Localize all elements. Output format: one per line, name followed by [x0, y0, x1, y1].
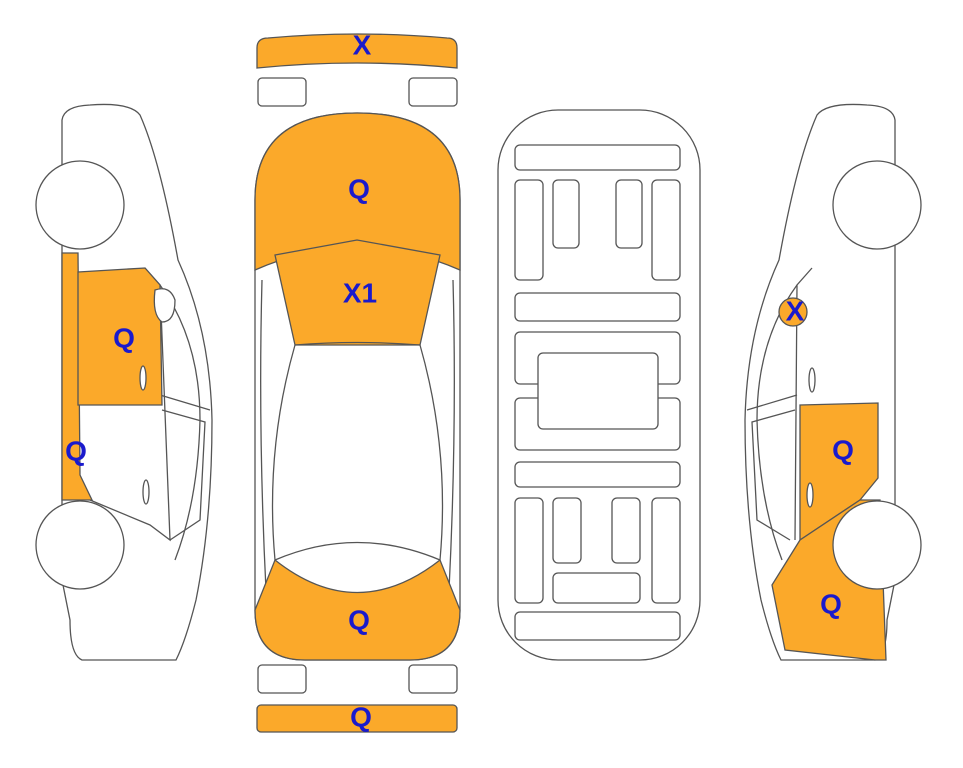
- label-right-mirror: X: [786, 295, 805, 326]
- right-side-view: X Q Q: [744, 103, 922, 661]
- taillight: [408, 664, 458, 694]
- label-windshield: X1: [343, 277, 377, 308]
- door-handle-icon: [142, 479, 150, 505]
- label-rear-bumper: Q: [350, 701, 372, 732]
- label-trunk: Q: [348, 604, 370, 635]
- left-side-view: Q Q: [35, 103, 213, 661]
- left-rear-wheel: [35, 500, 125, 590]
- left-front-wheel: [35, 160, 125, 250]
- left-rocker-panel: [61, 252, 94, 501]
- left-mirror: [153, 288, 176, 323]
- underside-view: [497, 109, 701, 661]
- headlight: [408, 77, 458, 107]
- right-front-wheel: [832, 160, 922, 250]
- door-handle-icon: [806, 482, 814, 508]
- right-mirror-panel: [778, 297, 808, 327]
- label-right-rear-door: Q: [832, 434, 854, 465]
- label-right-rear-quarter: Q: [820, 588, 842, 619]
- door-handle-icon: [139, 365, 147, 391]
- right-rear-wheel: [832, 500, 922, 590]
- label-left-front-door: Q: [113, 322, 135, 353]
- front-bumper-panel: [256, 33, 458, 69]
- rear-bumper-panel: [256, 704, 458, 733]
- taillight: [257, 664, 307, 694]
- label-left-rocker: Q: [65, 435, 87, 466]
- top-view: X Q X1 Q Q: [254, 29, 461, 733]
- right-rear-door-panel: [799, 402, 879, 542]
- windshield-panel: [274, 239, 441, 346]
- door-handle-icon: [808, 367, 816, 393]
- headlight: [257, 77, 307, 107]
- trunk-panel: [254, 558, 461, 661]
- label-hood: Q: [348, 173, 370, 204]
- label-front-bumper: X: [353, 29, 372, 60]
